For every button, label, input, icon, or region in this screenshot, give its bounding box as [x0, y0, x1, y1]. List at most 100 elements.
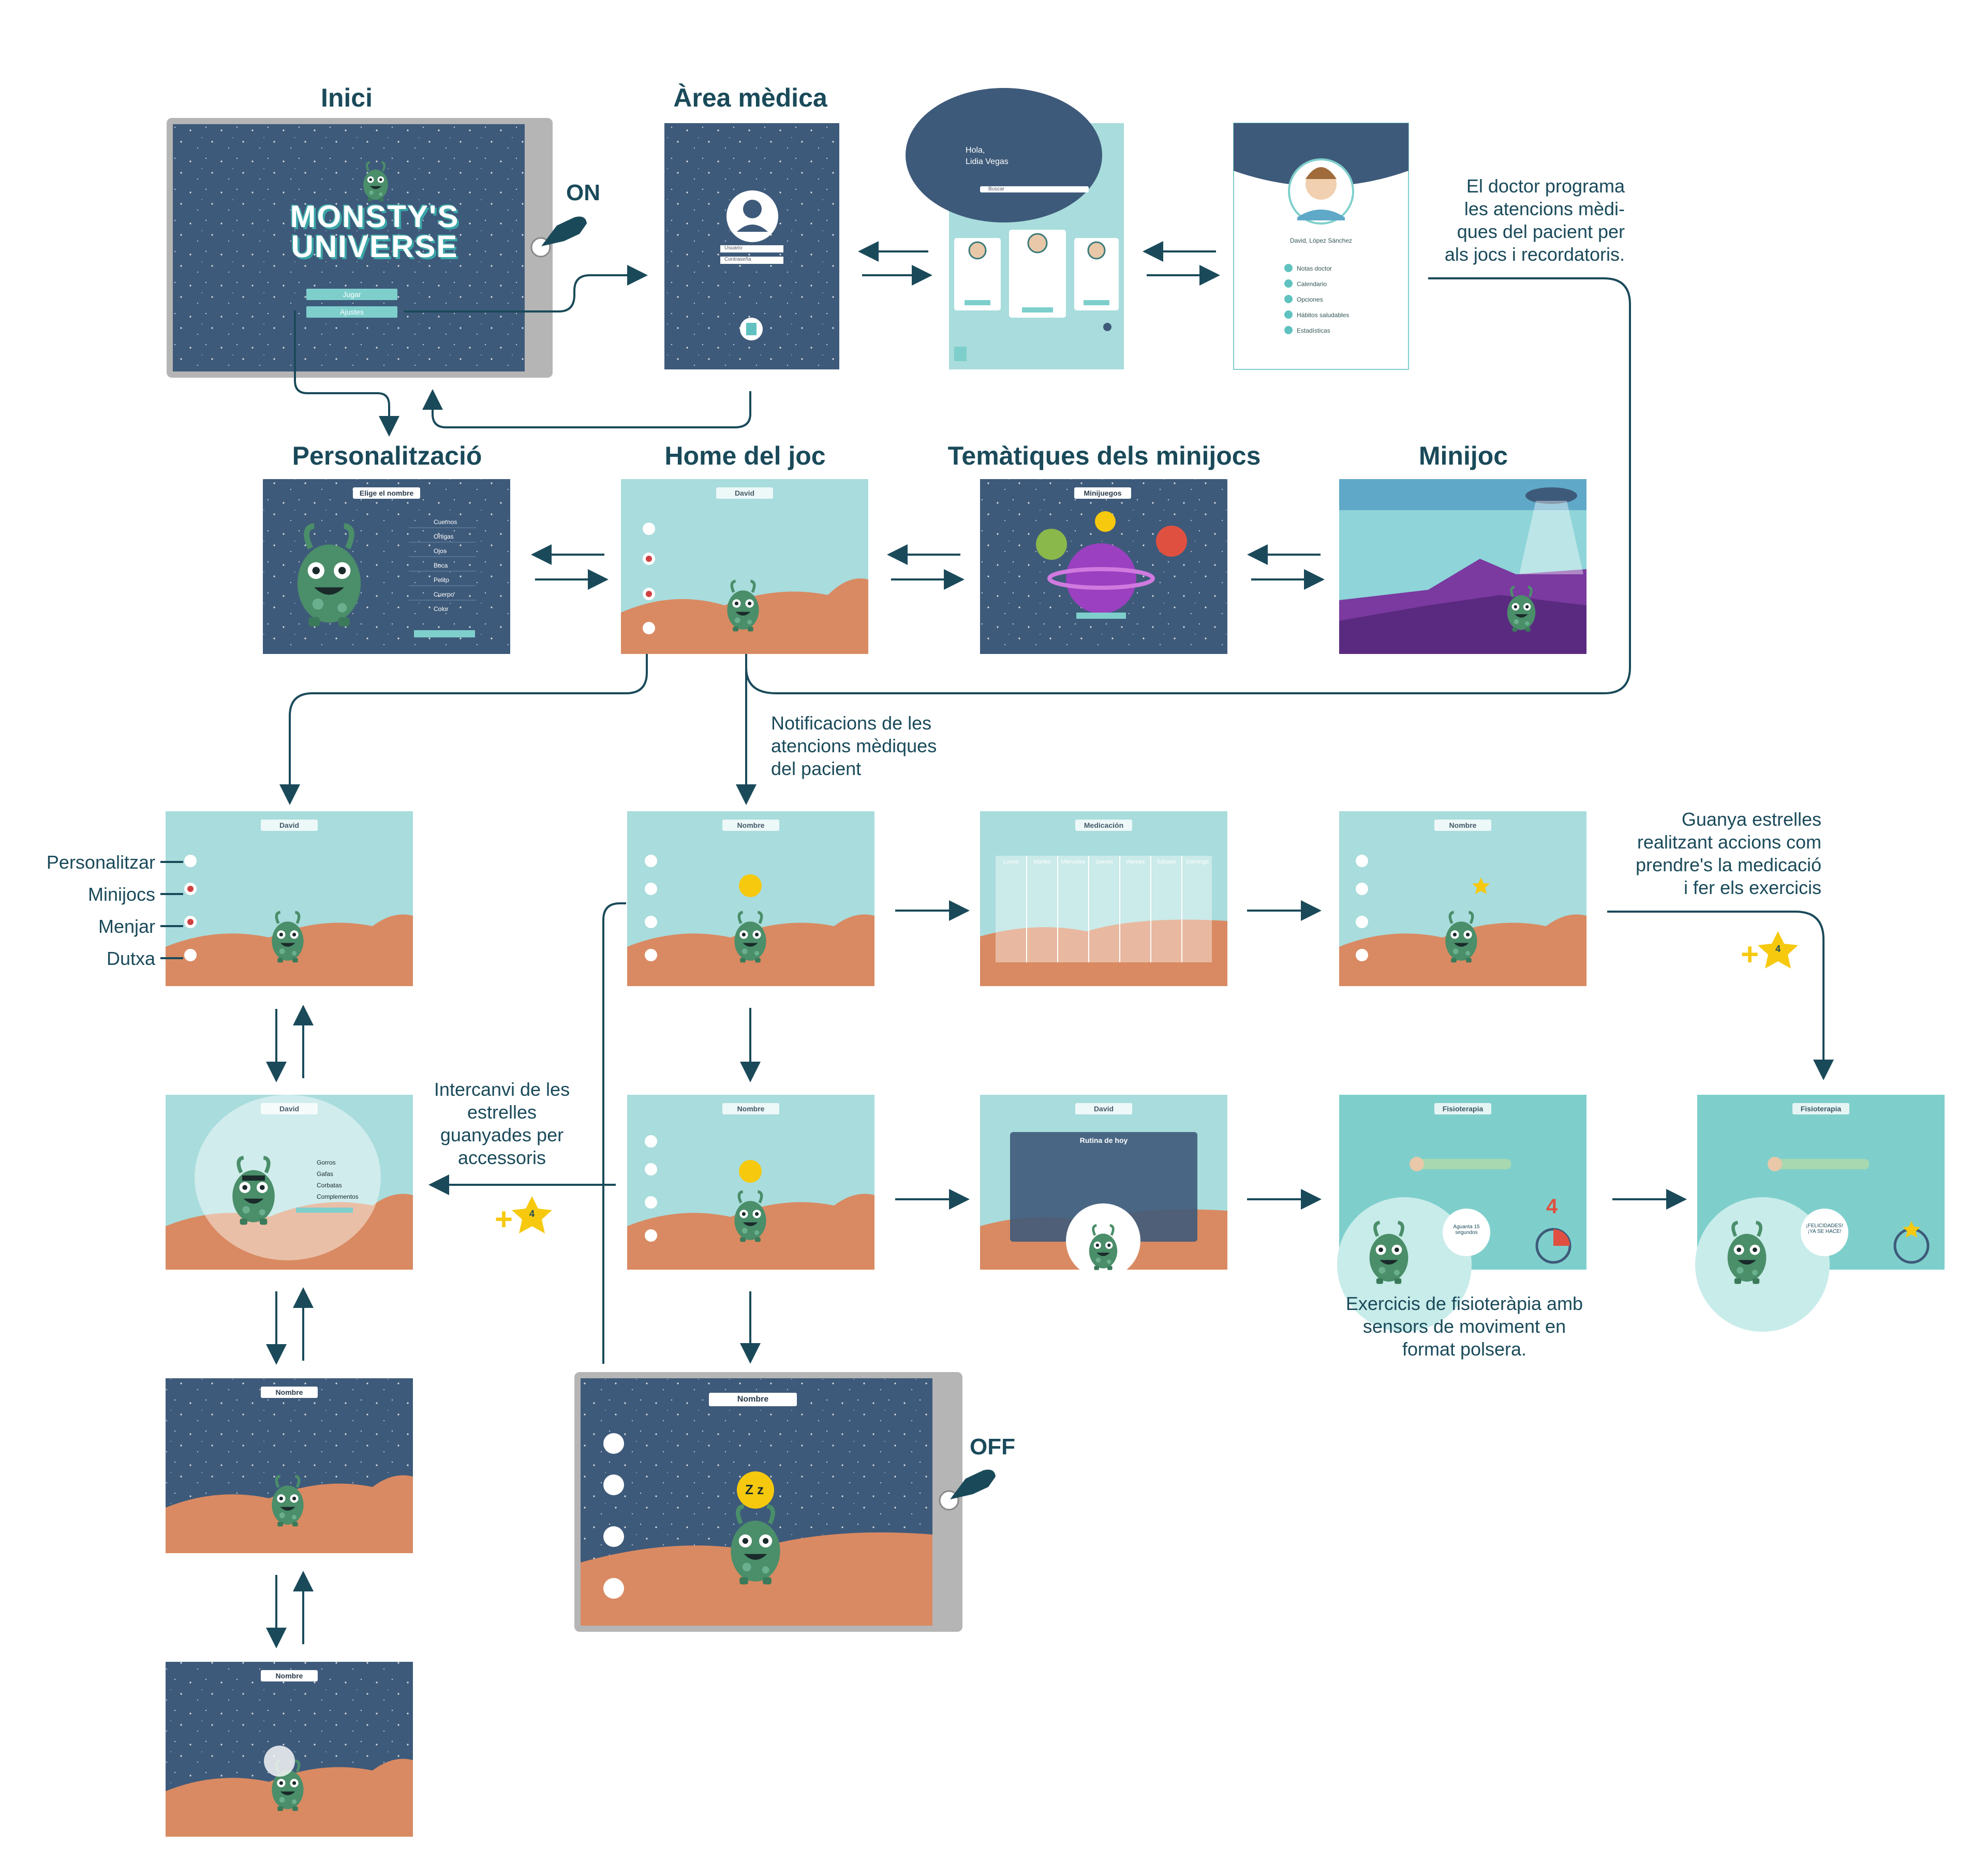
ajustes-button[interactable]: Ajustes [306, 306, 397, 318]
name-bar: David [261, 820, 318, 831]
weekday-label: Jueves [1095, 859, 1114, 865]
note-line: prendre's la medicació [1635, 854, 1821, 875]
weekday-label: Sábado [1156, 859, 1176, 865]
screen-physio-1 [1337, 1095, 1586, 1332]
note-line: estrelles [467, 1101, 537, 1123]
weekday-label: Miércoles [1061, 859, 1086, 865]
screen-inici [167, 118, 553, 378]
usuario-field[interactable]: Usuario [724, 245, 743, 251]
custom-menu-item[interactable]: Ojos [434, 547, 447, 555]
custom-menu-item[interactable]: Cuerpo [434, 591, 454, 598]
screen-notify-med [627, 811, 874, 986]
off-label: OFF [970, 1434, 1015, 1460]
custom-menu-item[interactable]: Ortigas [434, 533, 454, 540]
weekday-label: Martes [1033, 859, 1051, 865]
note-line: format polsera. [1402, 1338, 1527, 1360]
doctor-name: Lidia Vegas [966, 157, 1009, 166]
note-line: guanyades per [440, 1124, 564, 1145]
note-line: Guanya estrelles [1681, 809, 1821, 830]
screen-notify-exercise [627, 1095, 874, 1270]
title-inici: Inici [320, 83, 373, 112]
name-bar: Nombre [261, 1670, 318, 1681]
custom-menu-item[interactable]: Pelito [434, 576, 450, 584]
note-line: ques del pacient per [1457, 221, 1625, 242]
hand-pointer-icon [541, 216, 587, 246]
fisioterapia-bar: Fisioterapia [1434, 1103, 1491, 1114]
note-line: les atencions mèdi- [1464, 198, 1625, 219]
star-count: 4 [1775, 944, 1781, 954]
doctor-menu-item[interactable]: Opciones [1297, 296, 1323, 303]
patient-name: David, López Sánchez [1289, 237, 1353, 244]
medication-bar: Medicación [1075, 820, 1132, 831]
logo-line2: UNIVERSE [291, 229, 458, 264]
on-label: ON [566, 180, 600, 205]
side-label-minijocs: Minijocs [87, 884, 155, 905]
note-line: accessoris [457, 1147, 546, 1168]
doctor-menu-item[interactable]: Estadísticas [1297, 327, 1330, 334]
accessory-item[interactable]: Corbatas [317, 1182, 342, 1189]
title-home-joc: Home del joc [664, 441, 826, 470]
custom-menu-item[interactable]: Boca [434, 562, 448, 569]
weekday-label: Domingo [1185, 859, 1209, 865]
name-bar: David [716, 487, 773, 499]
accessory-item[interactable]: Gafas [317, 1170, 334, 1178]
side-label-menjar: Menjar [98, 916, 155, 937]
flow-arrows [160, 241, 1834, 1648]
note-line: El doctor programa [1466, 175, 1625, 197]
screen-off [574, 1372, 962, 1632]
hola-text: Hola, [966, 146, 985, 155]
name-bar: Nombre [722, 820, 779, 831]
screen-routine [980, 1095, 1227, 1278]
weekday-label: Viernes [1125, 859, 1145, 865]
note-line: Notificacions de les [771, 712, 932, 734]
plus-sign: + [495, 1202, 513, 1237]
note-line: als jocs i recordatoris. [1444, 244, 1625, 265]
screen-star-earned [1339, 811, 1586, 986]
countdown-number: 4 [1546, 1195, 1558, 1218]
title-minijoc: Minijoc [1418, 441, 1508, 470]
screen-accessories [166, 1095, 413, 1270]
minijuegos-bar: Minijuegos [1074, 487, 1131, 499]
hand-pointer-off-icon [950, 1469, 996, 1499]
note-notificacions: Notificacions de les atencions mèdiques … [771, 712, 1009, 780]
name-bar: Nombre [261, 1387, 318, 1398]
star-count: 4 [529, 1209, 535, 1219]
screen-home-joc [621, 479, 868, 654]
custom-menu-item[interactable]: Color [434, 605, 449, 613]
note-exercicis: Exercicis de fisioteràpia amb sensors de… [1304, 1292, 1625, 1361]
screen-medication-calendar [980, 811, 1227, 986]
accessory-item[interactable]: Gorros [317, 1159, 336, 1166]
note-line: realitzant accions com [1637, 831, 1821, 853]
screen-login [664, 123, 839, 369]
screen-patient-profile [1233, 123, 1409, 370]
title-personalitzacio: Personalització [292, 441, 482, 470]
side-label-personalitzar: Personalitzar [46, 852, 155, 873]
logo-line1: MONSTY'S [290, 199, 459, 234]
doctor-menu-item[interactable]: Notas doctor [1297, 265, 1332, 272]
contrasena-field[interactable]: Contraseña [724, 257, 751, 262]
title-area-medica: Àrea mèdica [673, 83, 827, 112]
buscar-input[interactable]: Buscar [988, 186, 1005, 192]
elige-nombre-bar: Elige el nombre [353, 487, 420, 499]
name-bar: Nombre [1434, 820, 1491, 831]
jugar-button[interactable]: Jugar [306, 289, 397, 300]
note-line: i fer els exercicis [1683, 877, 1821, 898]
note-intercanvi: Intercanvi de les estrelles guanyades pe… [414, 1078, 590, 1169]
note-doctor: El doctor programa les atencions mèdi- q… [1397, 175, 1625, 266]
custom-menu-item[interactable]: Cuernos [434, 518, 457, 526]
screen-home-menu [166, 811, 413, 986]
screen-minijoc [1339, 479, 1586, 654]
screen-personalitzacio [263, 479, 510, 654]
title-tematiques: Temàtiques dels minijocs [947, 441, 1261, 470]
accessory-item[interactable]: Complementos [317, 1193, 359, 1200]
side-label-dutxa: Dutxa [106, 948, 155, 969]
aguanta-text: Aguanta 15 segundos [1453, 1224, 1480, 1235]
fisioterapia-bar: Fisioterapia [1792, 1103, 1849, 1114]
screen-night-1 [166, 1378, 413, 1553]
doctor-menu-item[interactable]: Calendario [1297, 280, 1327, 288]
note-line: atencions mèdiques [771, 735, 937, 756]
doctor-menu-item[interactable]: Hábitos saludables [1297, 311, 1350, 319]
name-bar: Nombre [722, 1103, 779, 1114]
screen-night-2 [166, 1662, 413, 1837]
